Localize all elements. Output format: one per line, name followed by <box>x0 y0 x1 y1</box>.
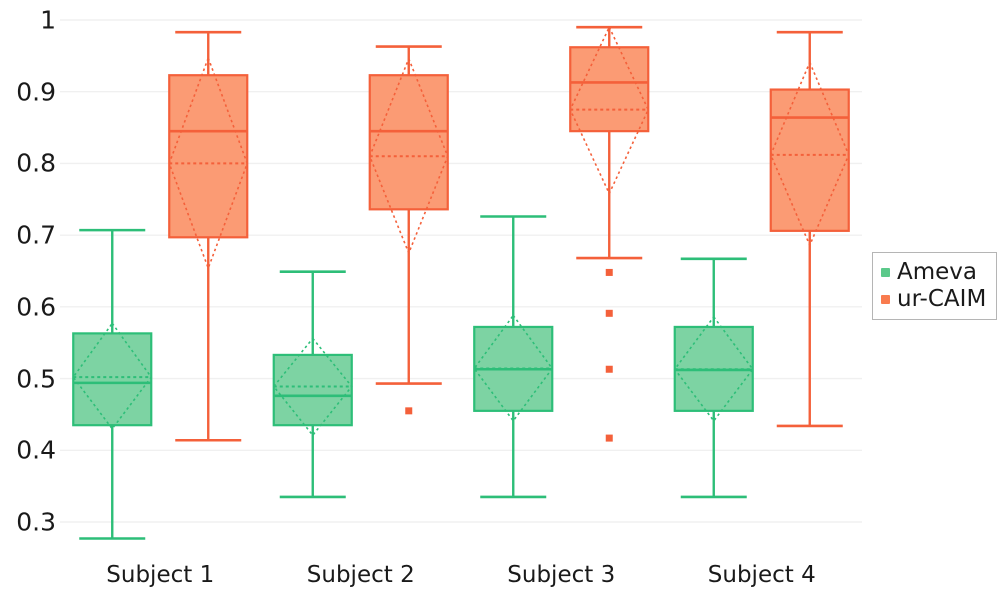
box-urcaim-4 <box>769 30 850 428</box>
outlier-point <box>605 309 613 317</box>
box-ameva-1 <box>72 228 153 540</box>
notch-diamond <box>72 321 153 431</box>
box-urcaim-3 <box>569 25 650 442</box>
notch-diamond <box>769 60 850 248</box>
outlier-point <box>605 434 613 442</box>
notch-diamond <box>673 315 754 423</box>
box-ameva-4 <box>673 257 754 499</box>
outlier-point <box>605 268 613 276</box>
notch-diamond <box>368 56 449 256</box>
legend-item-urcaim: ur-CAIM <box>881 286 986 313</box>
box-body <box>72 332 153 427</box>
box-body <box>769 88 850 232</box>
legend: Ameva ur-CAIM <box>872 252 997 320</box>
x-tick-label: Subject 3 <box>507 562 616 588</box>
y-tick-label: 0.4 <box>16 435 56 465</box>
box-urcaim-2 <box>368 45 449 415</box>
outlier-point <box>405 407 413 415</box>
notch-diamond <box>569 25 650 196</box>
box-urcaim-1 <box>168 30 249 442</box>
box-body <box>569 46 650 133</box>
y-tick-label: 0.9 <box>16 77 56 107</box>
legend-swatch-urcaim <box>881 295 890 304</box>
box-ameva-2 <box>272 270 353 499</box>
legend-label-urcaim: ur-CAIM <box>897 286 987 312</box>
legend-item-ameva: Ameva <box>881 259 986 286</box>
box-ameva-3 <box>473 215 554 499</box>
y-tick-label: 0.8 <box>16 148 56 178</box>
y-tick-label: 0.5 <box>16 364 56 394</box>
y-axis-ticks: 1 0.9 0.8 0.7 0.6 0.5 0.4 0.3 <box>0 0 56 597</box>
box-body <box>168 74 249 239</box>
y-tick-label: 0.3 <box>16 507 56 537</box>
x-tick-label: Subject 4 <box>707 562 816 588</box>
box-body <box>368 74 449 211</box>
box-body <box>272 353 353 427</box>
y-tick-label: 0.7 <box>16 220 56 250</box>
legend-label-ameva: Ameva <box>897 259 977 285</box>
legend-swatch-ameva <box>881 268 890 277</box>
y-tick-label: 1 <box>40 5 56 35</box>
x-tick-label: Subject 2 <box>306 562 415 588</box>
outlier-point <box>605 365 613 373</box>
x-tick-label: Subject 1 <box>106 562 215 588</box>
y-tick-label: 0.6 <box>16 292 56 322</box>
